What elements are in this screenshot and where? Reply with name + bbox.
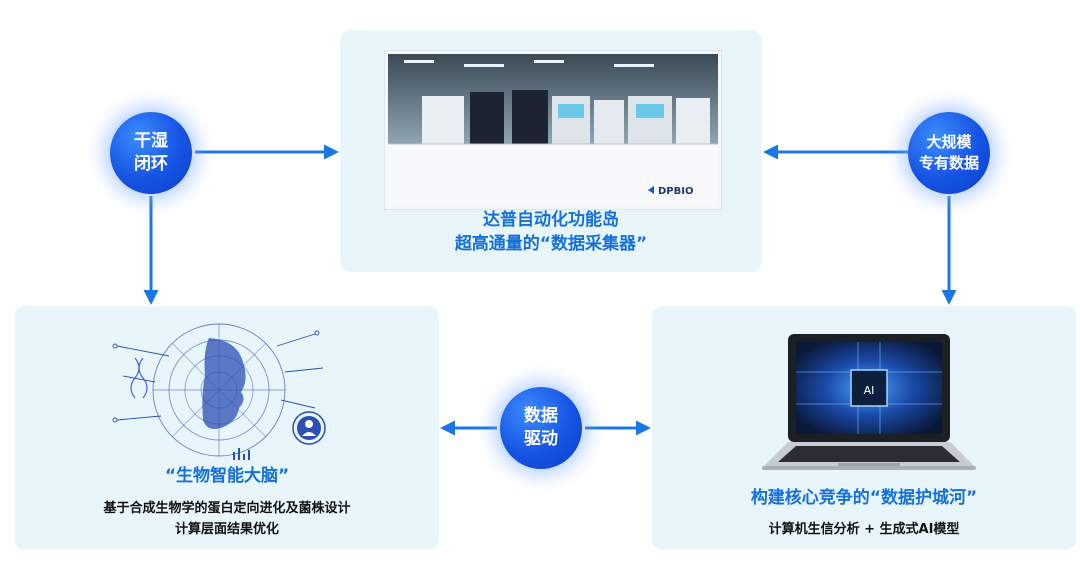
dna-icon — [130, 357, 148, 399]
dry-wet-line2: 闭环 — [134, 154, 168, 174]
laptop-image: AI — [762, 334, 976, 470]
data-driven-node: 数据 驱动 — [500, 387, 582, 469]
dry-wet-loop-node: 干湿 闭环 — [110, 112, 192, 194]
dpbio-logo: DPBIO — [658, 186, 693, 197]
ai-chip-icon — [850, 369, 888, 407]
mini-bars-icon — [233, 448, 250, 460]
ai-chip-label: AI — [864, 384, 875, 397]
dry-wet-line1: 干湿 — [134, 131, 168, 151]
automation-island-panel: DPBIO 达普自动化功能岛 超高通量的“数据采集器” — [340, 30, 762, 272]
brain-sub-line1: 基于合成生物学的蛋白定向进化及菌株设计 — [103, 501, 351, 516]
data-driven-line2: 驱动 — [524, 429, 558, 449]
data-moat-panel: AI 构建核心竞争的“数据护城河” 计算机生信分析 + 生成式AI模型 — [652, 306, 1076, 550]
automation-island-image: DPBIO — [384, 50, 722, 210]
big-data-node: 大规模 专有数据 — [908, 112, 990, 194]
brain-title: “生物智能大脑” — [164, 466, 290, 486]
bio-brain-illustration — [112, 323, 326, 460]
island-title-line2: 超高通量的“数据采集器” — [454, 234, 648, 254]
moat-title: 构建核心竞争的“数据护城河” — [750, 488, 978, 508]
big-data-line2: 专有数据 — [918, 154, 979, 172]
data-driven-line1: 数据 — [524, 406, 558, 426]
brain-sub-line2: 计算层面结果优化 — [174, 522, 279, 537]
bio-brain-panel: “生物智能大脑” 基于合成生物学的蛋白定向进化及菌株设计 计算层面结果优化 — [15, 306, 439, 550]
head-profile-icon — [292, 411, 326, 445]
island-title-line1: 达普自动化功能岛 — [483, 210, 619, 230]
moat-sub: 计算机生信分析 + 生成式AI模型 — [768, 522, 960, 537]
big-data-line1: 大规模 — [926, 133, 972, 151]
